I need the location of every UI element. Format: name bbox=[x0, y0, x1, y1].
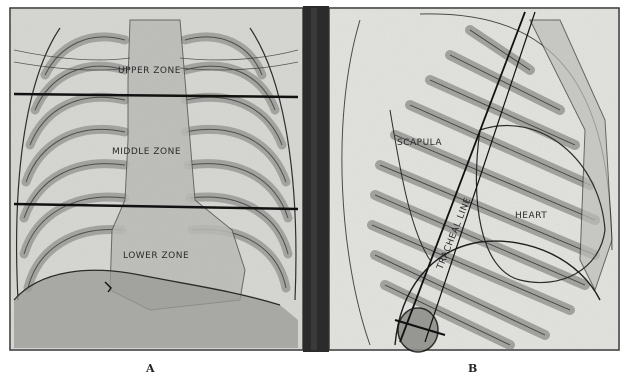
panel-b: SCAPULA HEART TRACHEAL LINE B bbox=[329, 8, 619, 375]
middle-zone-label: MIDDLE ZONE bbox=[112, 147, 181, 157]
heart-label: HEART bbox=[515, 211, 547, 221]
upper-zone-label: UPPER ZONE bbox=[118, 66, 181, 76]
scapula-label: SCAPULA bbox=[397, 138, 442, 148]
panel-a: UPPER ZONE MIDDLE ZONE LOWER ZONE A bbox=[10, 8, 303, 375]
lower-zone-label: LOWER ZONE bbox=[123, 251, 189, 261]
panel-b-caption: B bbox=[468, 362, 477, 375]
panel-a-caption: A bbox=[145, 362, 155, 375]
